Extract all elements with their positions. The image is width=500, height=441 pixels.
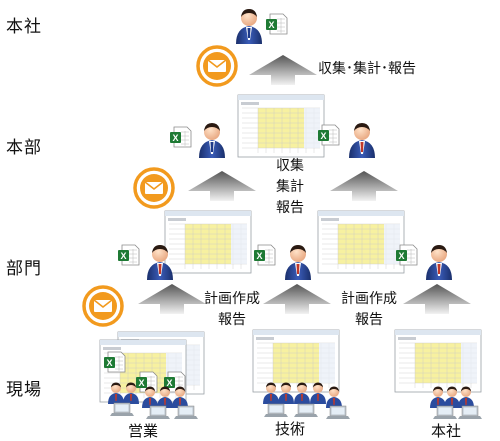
department-spreadsheet-screenshot-left xyxy=(164,210,252,274)
division-flow-note: 収集 集計 報告 xyxy=(268,156,312,219)
division-excel-file-icon-left xyxy=(169,126,192,148)
division-flow-note-line-3: 報告 xyxy=(276,200,304,216)
division-mail-icon xyxy=(133,167,175,209)
department-upward-arrow-icon-2 xyxy=(263,284,331,314)
hq-mail-icon xyxy=(196,45,238,87)
department-excel-file-icon-2 xyxy=(253,244,276,266)
department-flow-note-left-line-2: 報告 xyxy=(218,312,246,328)
site-name-engineering: 技術 xyxy=(275,420,306,438)
level-label-division: 本部 xyxy=(6,138,42,158)
department-upward-arrow-icon-3 xyxy=(403,284,471,314)
division-flow-note-line-1: 収集 xyxy=(276,158,304,174)
site-hq-spreadsheet-screenshot xyxy=(394,329,482,393)
department-flow-note-right: 計画作成 報告 xyxy=(333,289,405,331)
level-label-site: 現場 xyxy=(6,380,42,400)
level-label-department: 部門 xyxy=(6,259,42,279)
department-spreadsheet-screenshot-right xyxy=(317,210,405,274)
division-upward-arrow-icon-left xyxy=(188,171,256,201)
site-name-hq: 本社 xyxy=(431,422,462,440)
department-person-icon-2 xyxy=(285,245,311,280)
department-flow-note-left: 計画作成 報告 xyxy=(196,289,268,331)
hq-excel-file-icon xyxy=(265,13,288,35)
division-person-icon-right xyxy=(349,123,375,158)
department-flow-note-right-line-1: 計画作成 xyxy=(341,291,397,307)
division-spreadsheet-screenshot xyxy=(237,94,325,158)
site-name-sales: 営業 xyxy=(128,422,159,440)
department-flow-note-right-line-2: 報告 xyxy=(355,312,383,328)
site-engineering-spreadsheet-screenshot xyxy=(252,329,340,393)
level-label-hq: 本社 xyxy=(6,17,42,37)
hq-flow-note: 収集･集計･報告 xyxy=(318,61,416,77)
department-flow-note-left-line-1: 計画作成 xyxy=(204,291,260,307)
department-excel-file-icon-1 xyxy=(117,244,140,266)
department-person-icon-3 xyxy=(426,245,452,280)
hq-upward-arrow-icon xyxy=(249,55,317,85)
division-person-icon-left xyxy=(199,123,225,158)
hq-person-icon xyxy=(236,9,262,44)
department-mail-icon xyxy=(82,285,124,327)
division-upward-arrow-icon-right xyxy=(330,171,398,201)
division-flow-note-line-2: 集計 xyxy=(276,179,304,195)
